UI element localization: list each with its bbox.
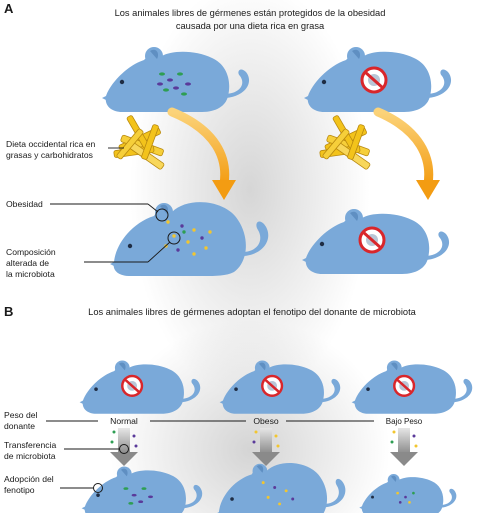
altered-microbiota-cluster [164, 220, 212, 256]
transfer-label-line2: de microbiota [4, 451, 56, 461]
mouse-germ-free-recipient-2 [219, 360, 341, 414]
fries-icon-right [319, 114, 372, 171]
transfer-label-line1: Transferencia [4, 440, 56, 450]
mouse-germ-free-before [304, 47, 452, 112]
mouse-germ-free-recipient-3 [351, 360, 473, 414]
no-germs-icon [261, 374, 284, 397]
no-germs-icon [393, 374, 416, 397]
adoption-label-line2: fenotipo [4, 485, 35, 495]
transfer-arrow-obese [252, 428, 280, 466]
mouse-result-normal [81, 466, 203, 513]
no-germs-icon [358, 226, 386, 254]
panel-a-title-line1: Los animales libres de gérmenes están pr… [115, 8, 386, 18]
transferred-microbiota-underweight [396, 491, 415, 504]
fries-icon-left [113, 114, 166, 171]
transfer-arrow-underweight [390, 428, 418, 466]
diet-arrowhead-left [212, 180, 236, 200]
donor-weight-line2: donante [4, 421, 35, 431]
diet-arrow-right [373, 107, 434, 189]
transfer-arrow-normal [110, 428, 138, 466]
diet-label-line2: grasas y carbohidratos [6, 150, 93, 160]
mouse-conventional-obese [110, 202, 269, 276]
mouse-result-underweight [359, 473, 457, 513]
no-germs-icon [121, 374, 144, 397]
adoption-marker-circle [93, 483, 103, 493]
panel-b-letter: B [4, 304, 13, 319]
no-germs-icon [360, 66, 388, 94]
obesity-marker-circle [155, 208, 169, 222]
transferred-microbiota-obese [261, 481, 295, 506]
donor-weight-line1: Peso del [4, 410, 38, 420]
mouse-germ-free-recipient-1 [79, 360, 201, 414]
composition-label-line2: alterada de [6, 258, 49, 268]
obesity-leader-line-angled [147, 203, 159, 213]
column-normal-label: Normal [110, 416, 138, 426]
panel-a-letter: A [4, 1, 14, 16]
composition-label-line3: la microbiota [6, 269, 55, 279]
microbiota-cluster [157, 72, 191, 96]
mouse-germ-free-after [302, 209, 450, 274]
panel-a-title-line2: causada por una dieta rica en grasa [176, 21, 325, 31]
mouse-result-obese [215, 463, 346, 513]
diet-arrowhead-right [416, 180, 440, 200]
adoption-label-line1: Adopción del [4, 474, 54, 484]
panel-b-title: Los animales libres de gérmenes adoptan … [88, 307, 416, 317]
transfer-marker-circle [119, 444, 129, 454]
composition-marker-circle [167, 231, 181, 245]
composition-leader-line-angled [147, 241, 171, 263]
mouse-conventional-before [102, 47, 250, 112]
diet-label-line1: Dieta occidental rica en [6, 139, 96, 149]
diet-arrow-left [167, 107, 230, 189]
column-obese-label: Obeso [253, 416, 279, 426]
transferred-microbiota-normal [123, 487, 153, 505]
column-underweight-label: Bajo Peso [386, 417, 423, 426]
obesity-label: Obesidad [6, 199, 43, 209]
composition-label-line1: Composición [6, 247, 56, 257]
